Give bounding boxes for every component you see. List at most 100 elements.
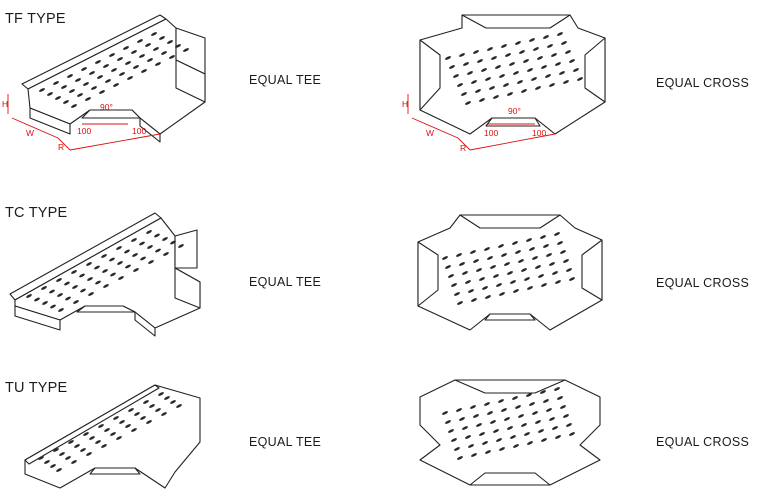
perforation-slot xyxy=(535,265,541,269)
perforation-slot xyxy=(50,464,56,468)
perforation-slot xyxy=(501,253,507,257)
perforation-slot xyxy=(538,274,544,278)
tc-cross-caption: EQUAL CROSS xyxy=(656,276,750,290)
perforation-slot xyxy=(540,390,546,394)
perforation-slot xyxy=(563,80,569,84)
perforation-slot xyxy=(459,53,465,57)
perforation-slot xyxy=(104,428,110,432)
perforation-slot xyxy=(569,277,575,281)
perforation-slot xyxy=(479,432,485,436)
perforation-slot xyxy=(49,289,55,294)
perforation-slot xyxy=(161,51,167,55)
perforation-slot xyxy=(540,235,546,239)
perforation-slot xyxy=(86,452,92,456)
perforation-slot xyxy=(47,92,53,96)
perforation-slot xyxy=(137,39,143,43)
tc-equal-tee-drawing xyxy=(9,212,201,337)
perforation-slot xyxy=(560,405,566,409)
perforation-slot xyxy=(529,38,535,42)
perforation-slot xyxy=(147,58,153,62)
perforation-slot xyxy=(526,393,532,397)
perforation-slot xyxy=(559,71,565,75)
tf-equal-cross-drawing: H W R 90° 100 100 xyxy=(402,14,606,153)
perforation-slot xyxy=(153,47,159,51)
perforation-slot xyxy=(537,56,543,60)
perforation-slot xyxy=(505,53,511,57)
perforation-slot xyxy=(109,53,115,57)
perforation-slot xyxy=(109,257,115,262)
perforation-slot xyxy=(140,256,146,261)
length-b-label: 100 xyxy=(532,128,546,138)
perforation-slot xyxy=(89,436,95,440)
perforation-slot xyxy=(148,260,154,264)
perforation-slot xyxy=(456,408,462,412)
perforation-slot xyxy=(467,71,473,75)
perforation-slot xyxy=(133,65,139,69)
perforation-slot xyxy=(457,83,463,87)
perforation-slot xyxy=(515,250,521,254)
perforation-slot xyxy=(512,241,518,245)
perforation-slot xyxy=(139,241,145,246)
perforation-slot xyxy=(89,71,95,75)
perforation-slot xyxy=(110,272,116,277)
perforation-slot xyxy=(34,297,40,302)
perforation-slot xyxy=(44,460,50,464)
perforation-slot xyxy=(515,405,521,409)
perforation-slot xyxy=(63,100,69,104)
perforation-slot xyxy=(487,47,493,51)
tf-cross-slot-pattern xyxy=(445,32,583,105)
tu-equal-cross-drawing xyxy=(419,379,601,486)
perforation-slot xyxy=(163,252,169,256)
perforation-slot xyxy=(493,429,499,433)
perforation-slot xyxy=(535,420,541,424)
perforation-slot xyxy=(50,304,56,309)
perforation-slot xyxy=(479,277,485,281)
perforation-slot xyxy=(80,448,86,452)
perforation-slot xyxy=(65,296,71,301)
perforation-slot xyxy=(498,399,504,403)
perforation-slot xyxy=(74,444,80,448)
perforation-slot xyxy=(451,283,457,287)
perforation-slot xyxy=(41,286,47,290)
perforation-slot xyxy=(79,273,85,278)
perforation-slot xyxy=(155,62,161,66)
perforation-slot xyxy=(448,429,454,433)
perforation-slot xyxy=(133,268,139,272)
perforation-slot xyxy=(491,56,497,60)
perforation-slot xyxy=(457,301,463,305)
perforation-slot xyxy=(456,253,462,257)
perforation-slot xyxy=(517,80,523,84)
perforation-slot xyxy=(465,435,471,439)
perforation-slot xyxy=(91,86,97,90)
perforation-slot xyxy=(573,68,579,72)
perforation-slot xyxy=(487,256,493,260)
perforation-slot xyxy=(515,41,521,45)
perforation-slot xyxy=(162,237,168,241)
perforation-slot xyxy=(103,64,109,68)
perforation-slot xyxy=(445,56,451,60)
perforation-slot xyxy=(442,256,448,260)
perforation-slot xyxy=(457,456,463,460)
perforation-slot xyxy=(465,280,471,284)
perforation-slot xyxy=(504,262,510,266)
perforation-slot xyxy=(53,448,59,452)
perforation-slot xyxy=(140,416,146,420)
tc-equal-cross-drawing xyxy=(417,214,603,331)
perforation-slot xyxy=(523,59,529,63)
perforation-slot xyxy=(461,92,467,96)
perforation-slot xyxy=(529,402,535,406)
perforation-slot xyxy=(524,277,530,281)
perforation-slot xyxy=(487,411,493,415)
perforation-slot xyxy=(554,387,560,391)
perforation-slot xyxy=(532,411,538,415)
perforation-slot xyxy=(475,89,481,93)
perforation-slot xyxy=(117,261,123,265)
perforation-slot xyxy=(164,396,170,400)
tc-tee-slot-pattern xyxy=(26,230,184,312)
perforation-slot xyxy=(462,271,468,275)
perforation-slot xyxy=(485,77,491,81)
tu-tee-caption: EQUAL TEE xyxy=(249,435,322,449)
perforation-slot xyxy=(116,436,122,440)
perforation-slot xyxy=(499,74,505,78)
perforation-slot xyxy=(183,48,189,52)
